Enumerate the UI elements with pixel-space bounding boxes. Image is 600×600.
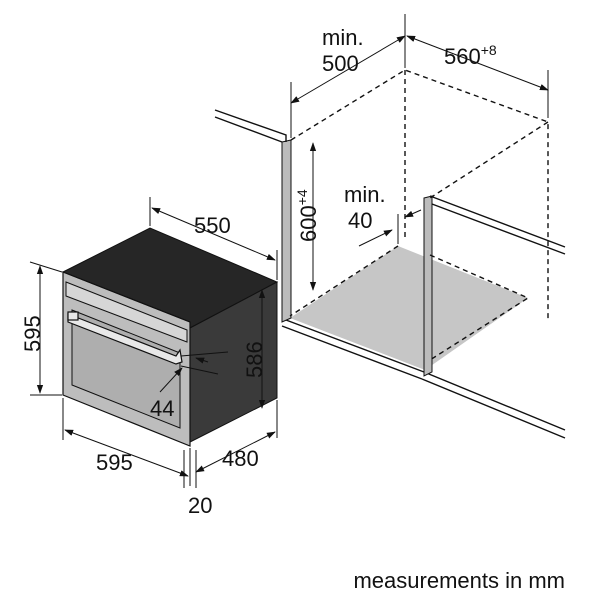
oven-front-width-dimension: 595 [62,398,191,486]
handle-projection-value: 44 [150,396,174,421]
countertop-base-line [423,371,566,431]
niche-width-dimension: 560+8 [406,35,549,118]
oven-front-height-value: 595 [20,315,45,352]
oven-depth-top-value: 550 [194,213,231,238]
oven-body-depth-dimension: 480 [195,400,278,473]
oven-control-panel [65,281,188,343]
measurement-unit-caption: measurements in mm [353,568,565,593]
niche-depth-min-label: min. [322,25,364,50]
niche-floor [290,246,528,370]
oven-body-height-dimension: 586 [242,289,267,409]
oven-body-depth-value: 480 [222,446,259,471]
niche-right-wall [423,195,433,377]
niche-gap-value: 40 [348,208,372,233]
niche-bottom-rail [285,319,425,373]
niche-width-value: 560+8 [444,42,497,69]
niche-depth-value: 500 [322,51,359,76]
niche-gap-dimension: min. 40 [344,182,422,247]
niche-height-dimension: 600+4 [294,142,321,291]
niche-height-value: 600+4 [294,189,321,242]
oven-front-height-dimension: 595 [20,261,63,396]
niche-gap-min-label: min. [344,182,386,207]
oven-door-handle [67,313,183,365]
oven-appliance [61,227,279,447]
oven-body-height-value: 586 [242,341,267,378]
upper-cabinet-edge-right [429,195,566,248]
niche-width-tolerance: +8 [481,42,497,58]
upper-cabinet-edge-left [214,109,287,142]
niche-depth-dimension: min. 500 [290,14,406,138]
front-thickness-dimension: 20 [183,450,212,518]
front-thickness-value: 20 [188,493,212,518]
niche-left-wall [281,139,292,323]
niche-height-tolerance: +4 [294,189,310,205]
niche-dashed-top [290,69,549,320]
handle-projection-dimension: 44 [150,351,229,421]
oven-door-window [71,309,181,429]
oven-front-width-value: 595 [96,450,133,475]
niche-dashed-bottom [429,254,530,361]
oven-depth-top-dimension: 550 [149,197,278,280]
niche-group [214,69,566,439]
